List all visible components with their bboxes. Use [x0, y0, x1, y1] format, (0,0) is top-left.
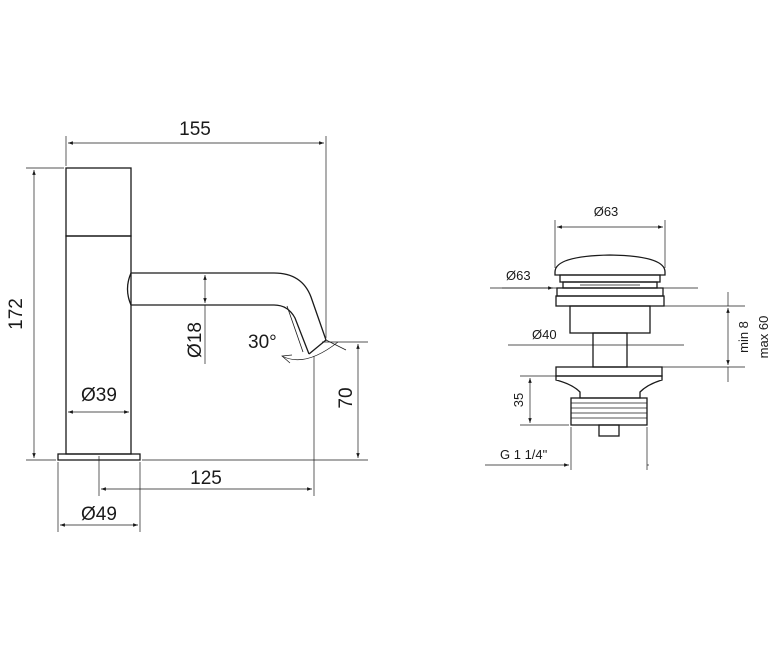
faucet-body	[65, 235, 132, 455]
dim-overall-height: 172	[6, 298, 27, 330]
waste-drawing: Ø63 Ø63 Ø40 min 8 max 60 35 G 1 1/4"	[485, 204, 771, 470]
waste-flange	[559, 274, 661, 283]
waste-dome-cap	[554, 254, 666, 276]
dim-thread-size: G 1 1/4"	[500, 447, 548, 462]
dim-spout-diameter: Ø18	[185, 322, 206, 358]
dim-adjust-min: min 8	[736, 321, 751, 353]
dim-spout-reach: 125	[190, 468, 222, 489]
waste-thread	[570, 397, 648, 426]
faucet-knurled-handle	[65, 167, 132, 237]
dim-outlet-height: 70	[336, 387, 357, 408]
dim-base-diameter: Ø49	[81, 504, 117, 525]
dim-adjust-max: max 60	[756, 316, 771, 359]
dim-body-diameter: Ø39	[81, 385, 117, 406]
waste-stem	[592, 332, 628, 368]
dim-overall-length: 155	[179, 119, 211, 140]
dim-flange-diameter: Ø63	[506, 268, 531, 283]
dim-cap-diameter: Ø63	[594, 204, 619, 219]
faucet-spout	[131, 272, 327, 355]
waste-nut	[555, 366, 663, 377]
dim-stem-diameter: Ø40	[532, 327, 557, 342]
faucet-drawing: 155 172 Ø18 30° Ø39 70 125 Ø49	[6, 119, 368, 532]
dim-spout-angle: 30°	[248, 332, 277, 353]
dim-thread-length: 35	[511, 393, 526, 407]
